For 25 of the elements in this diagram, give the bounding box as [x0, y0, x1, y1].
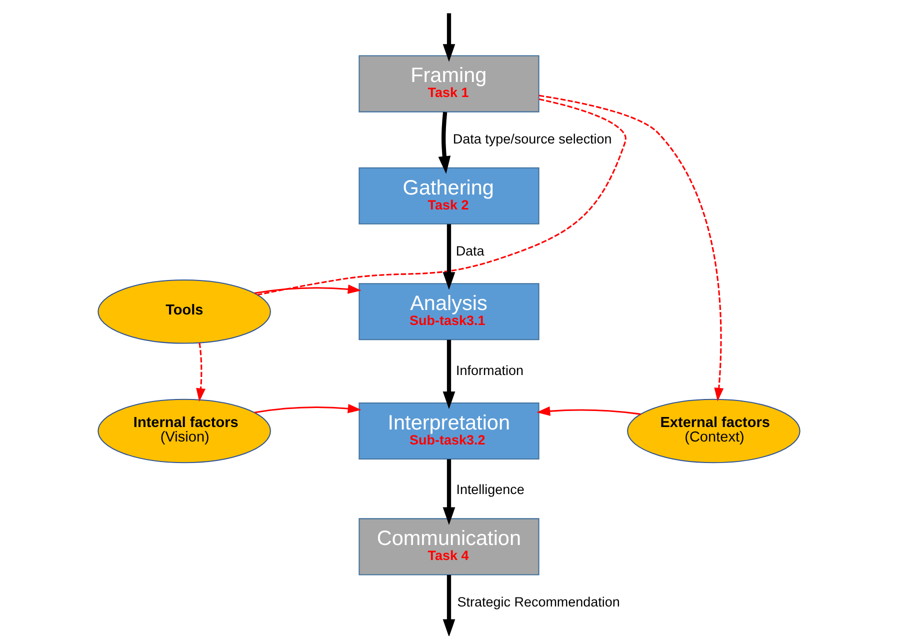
arrow	[196, 342, 206, 402]
connector	[257, 98, 626, 296]
arrow	[254, 404, 362, 414]
arrow	[442, 574, 456, 636]
edge-label: Intelligence	[456, 482, 524, 498]
node-ellipse: Internal factors (Vision)	[98, 398, 271, 464]
arrow	[254, 284, 362, 294]
arrow	[536, 406, 641, 416]
node-box: Communication Task 4	[358, 518, 540, 576]
arrow	[442, 340, 456, 410]
edge-label: Data	[456, 243, 484, 258]
node-box: Analysis Sub-task3.1	[358, 283, 540, 340]
node-box: Interpretation Sub-task3.2	[358, 402, 540, 460]
arrow	[442, 459, 456, 525]
arrow	[442, 13, 456, 62]
edge-label: Information	[456, 362, 524, 378]
arrow	[442, 224, 456, 290]
node-box: Gathering Task 2	[358, 167, 540, 224]
node-ellipse: Tools	[98, 279, 271, 344]
node-ellipse: External factors (Context)	[627, 398, 800, 464]
arrow	[538, 94, 724, 402]
edge-label: Data type/source selection	[452, 131, 612, 146]
node-box: Framing Task 1	[358, 55, 540, 112]
arrow	[438, 112, 451, 174]
edge-label: Strategic Recommendation	[457, 594, 620, 610]
